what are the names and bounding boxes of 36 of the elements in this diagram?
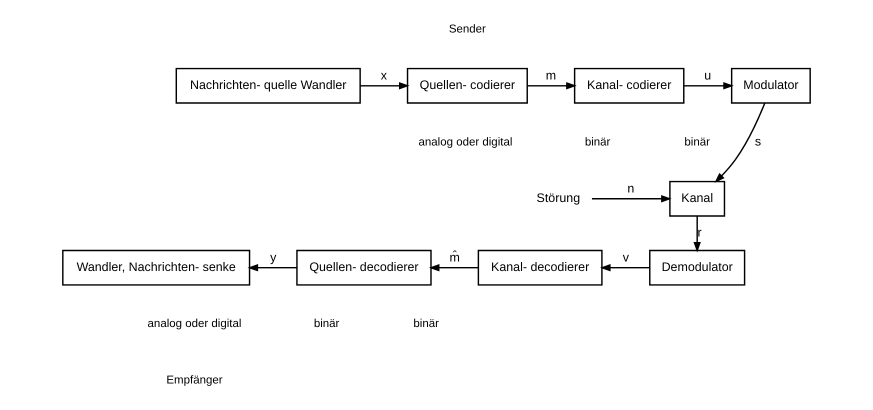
edge-label: s [754, 134, 762, 149]
edge-label: v [622, 250, 629, 264]
arrow [428, 264, 478, 272]
label: Empfänger [166, 374, 223, 387]
node-box: Kanal- decodierer [478, 250, 603, 286]
edge-label: n [627, 181, 634, 196]
node-box: Quellen- decodierer [296, 250, 432, 286]
label: binär [584, 136, 610, 148]
node-box: Quellen- codierer [406, 68, 528, 104]
arrow [693, 216, 701, 253]
edge-label: y [270, 250, 276, 264]
arrow [684, 82, 734, 90]
node-box: Demodulator [649, 250, 746, 286]
edge-label: u [704, 68, 712, 82]
node-box: Nachrichten- quelle Wandler [176, 68, 361, 104]
edge-label: m̂ [450, 250, 460, 264]
node-box: Wandler, Nachrichten- senke [62, 250, 250, 286]
node-box: Kanal- codierer [574, 68, 684, 104]
arrow [592, 195, 672, 202]
arrow [248, 264, 297, 272]
label: binär [413, 318, 439, 330]
arrow [360, 82, 410, 90]
node-box: Kanal [669, 180, 726, 217]
arrow [714, 102, 766, 183]
label: analog oder digital [418, 136, 512, 148]
edge-label: m [546, 68, 556, 82]
label: binär [314, 318, 340, 330]
arrow [600, 264, 650, 272]
label: Sender [448, 23, 486, 36]
node-box: Modulator [730, 68, 811, 104]
node-text: Störung [536, 191, 580, 206]
arrow [528, 82, 577, 90]
edge-label: x [380, 68, 387, 82]
edge-label: r [698, 226, 702, 240]
label: binär [684, 136, 710, 148]
label: analog oder digital [148, 318, 242, 330]
